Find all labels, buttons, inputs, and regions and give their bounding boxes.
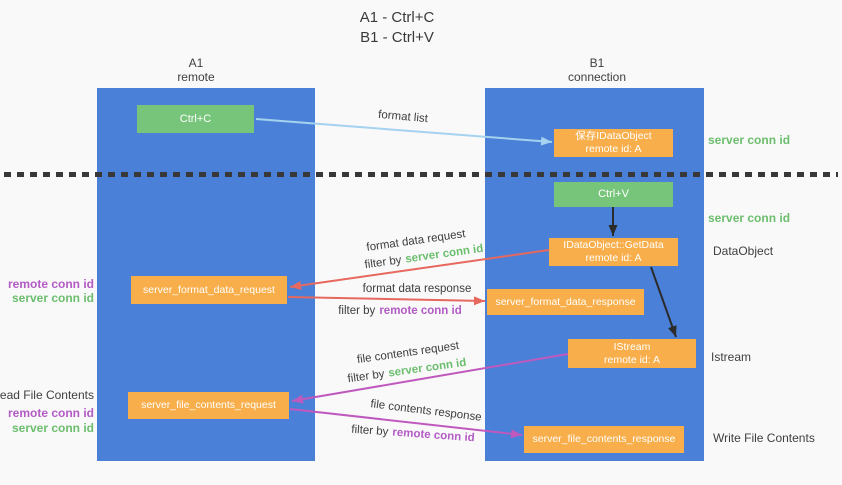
anno-dataobject: DataObject: [713, 244, 774, 258]
node-ctrl-c-label: Ctrl+C: [179, 112, 212, 125]
lane-a1-role: remote: [177, 70, 215, 84]
remote-conn-id-text: remote conn id: [379, 305, 462, 317]
node-server-file-contents-response-label: server_file_contents_response: [532, 433, 676, 445]
node-istream: IStream remote id: A: [568, 339, 696, 368]
anno-read-file-contents: Read File Contents: [0, 388, 94, 402]
node-idataobject-getdata: IDataObject::GetData remote id: A: [549, 238, 678, 266]
title-line-1: A1 - Ctrl+C: [359, 9, 435, 26]
node-ctrl-v-label: Ctrl+V: [598, 188, 629, 200]
node-save-idataobject-line1: 保存IDataObject: [575, 130, 652, 142]
anno-remote-conn-id-left-2: remote conn id: [7, 406, 94, 420]
arrow-format-data-response: [287, 296, 486, 306]
lane-header-b1: B1 connection: [497, 56, 697, 84]
node-istream-line2: remote id: A: [603, 353, 661, 366]
session-divider-dashed-line: [4, 172, 838, 177]
anno-server-conn-id-mid: server conn id: [708, 211, 791, 225]
label-format-data-response: format data response: [362, 283, 472, 295]
node-server-file-contents-request-label: server_file_contents_request: [141, 399, 276, 411]
node-server-format-data-request: server_format_data_request: [131, 276, 287, 304]
lane-b1-name: B1: [589, 56, 605, 70]
node-save-idataobject: 保存IDataObject remote id: A: [554, 129, 673, 157]
anno-write-file-contents: Write File Contents: [713, 431, 815, 445]
node-server-format-data-response-label: server_format_data_response: [495, 295, 636, 308]
node-idataobject-getdata-line1: IDataObject::GetData: [563, 239, 664, 251]
node-ctrl-c: Ctrl+C: [137, 105, 254, 133]
anno-server-conn-id-left-2: server conn id: [11, 421, 94, 435]
filter-by-text: filter by: [350, 423, 389, 439]
remote-conn-id-text: remote conn id: [391, 426, 476, 445]
lane-b1-role: connection: [567, 70, 627, 84]
label-format-list: format list: [377, 108, 429, 126]
label-file-contents-response: file contents response: [369, 398, 483, 424]
node-idataobject-getdata-line2: remote id: A: [585, 252, 642, 264]
anno-remote-conn-id-left-1: remote conn id: [7, 277, 94, 291]
anno-istream: Istream: [711, 350, 752, 364]
lane-header-a1: A1 remote: [96, 56, 296, 84]
filter-by-text: filter by: [338, 305, 376, 317]
node-server-format-data-request-label: server_format_data_request: [143, 283, 275, 296]
node-server-file-contents-response: server_file_contents_response: [524, 426, 684, 453]
filter-by-text: filter by: [346, 368, 386, 386]
node-server-format-data-response: server_format_data_response: [487, 289, 644, 315]
filter-by-text: filter by: [363, 254, 403, 272]
node-save-idataobject-line2: remote id: A: [585, 143, 642, 155]
lane-a1-name: A1: [188, 56, 204, 70]
title-line-2: B1 - Ctrl+V: [360, 29, 434, 46]
anno-server-conn-id-left-1: server conn id: [11, 291, 94, 305]
node-server-file-contents-request: server_file_contents_request: [128, 392, 289, 419]
node-ctrl-v: Ctrl+V: [554, 182, 673, 207]
diagram-title: A1 - Ctrl+C B1 - Ctrl+V: [277, 8, 517, 48]
anno-server-conn-id-top: server conn id: [708, 133, 791, 147]
node-istream-line1: IStream: [613, 340, 651, 353]
